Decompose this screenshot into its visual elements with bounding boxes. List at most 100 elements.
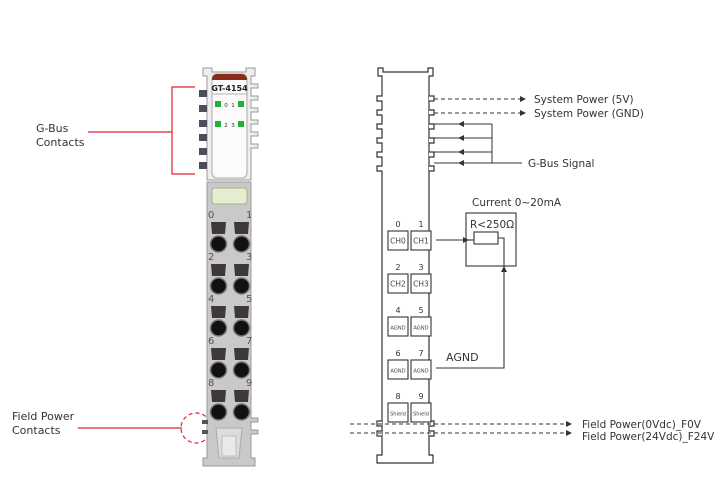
wire-port-0[interactable] <box>209 235 228 253</box>
release-slot-5[interactable] <box>234 306 249 318</box>
schematic-module-outline <box>376 67 434 464</box>
channel-box <box>387 230 409 251</box>
channel-label: Shield <box>413 412 429 418</box>
field-label-line2: Contacts <box>12 424 61 437</box>
terminal-number-6: 6 <box>208 336 214 347</box>
arrow-f24v <box>566 430 572 436</box>
release-slot-3[interactable] <box>234 264 249 276</box>
channel-terminals: 0CH01CH12CH23CH34AGND5AGND6AGND7AGND8Shi… <box>387 220 432 423</box>
terminal-number-0: 0 <box>208 210 214 221</box>
wire-port-1[interactable] <box>232 235 251 253</box>
terminal-number-4: 4 <box>208 294 214 305</box>
gbus-contacts <box>199 90 207 169</box>
system-power-lines <box>434 98 520 114</box>
led-1 <box>238 101 244 107</box>
channel-label: AGND <box>390 369 405 375</box>
wire-port-8[interactable] <box>209 403 228 421</box>
current-label: Current 0~20mA <box>472 197 562 209</box>
release-lever[interactable] <box>211 187 248 205</box>
channel-label: CH2 <box>390 280 406 289</box>
channel-number: 0 <box>395 220 400 229</box>
module-body: GT-4154 0 1 2 3 <box>199 67 259 467</box>
release-slot-2[interactable] <box>211 264 226 276</box>
arrow-gnd <box>520 110 526 116</box>
gbus-callout-bracket <box>88 86 195 175</box>
field-power-24v-label: Field Power(24Vdc)_F24V <box>582 431 715 443</box>
wire-port-4[interactable] <box>209 319 228 337</box>
wire-port-6[interactable] <box>209 361 228 379</box>
wire-port-9[interactable] <box>232 403 251 421</box>
gbus-arrowheads <box>458 121 464 166</box>
led-label-0: 0 <box>224 103 228 109</box>
channel-box <box>387 273 409 294</box>
field-power-callout <box>78 412 212 444</box>
agnd-label: AGND <box>446 351 479 364</box>
current-loop-wiring <box>436 212 517 369</box>
wire-port-2[interactable] <box>209 277 228 295</box>
release-slot-9[interactable] <box>234 390 249 402</box>
label-header-bar <box>212 74 247 80</box>
release-slot-4[interactable] <box>211 306 226 318</box>
channel-box <box>410 316 432 337</box>
gbus-signal-lines <box>434 123 522 164</box>
terminal-number-5: 5 <box>246 294 252 305</box>
field-power-contacts <box>202 420 208 434</box>
gbus-signal-label: G-Bus Signal <box>528 158 594 170</box>
terminal-number-7: 7 <box>246 336 252 347</box>
release-slot-7[interactable] <box>234 348 249 360</box>
release-slot-6[interactable] <box>211 348 226 360</box>
release-slot-8[interactable] <box>211 390 226 402</box>
gbus-contacts-label: G-Bus Contacts <box>36 122 85 150</box>
arrow-ch1 <box>463 237 469 243</box>
release-slot-1[interactable] <box>234 222 249 234</box>
wire-port-3[interactable] <box>232 277 251 295</box>
field-power-contacts-label: Field Power Contacts <box>12 410 74 438</box>
led-label-2: 2 <box>224 123 228 129</box>
wire-port-7[interactable] <box>232 361 251 379</box>
channel-label: AGND <box>390 326 405 332</box>
led-2 <box>215 121 221 127</box>
resistor-label: R<250Ω <box>470 219 514 231</box>
channel-number: 4 <box>395 306 400 315</box>
channel-box <box>387 402 409 423</box>
led-3 <box>238 121 244 127</box>
channel-number: 9 <box>418 392 423 401</box>
channel-number: 7 <box>418 349 423 358</box>
channel-label: AGND <box>413 369 428 375</box>
terminal-number-8: 8 <box>208 378 214 389</box>
channel-label: CH0 <box>390 237 406 246</box>
channel-box <box>410 230 432 251</box>
terminal-number-2: 2 <box>208 252 214 263</box>
channel-box <box>410 402 432 423</box>
release-slot-0[interactable] <box>211 222 226 234</box>
channel-label: Shield <box>390 412 406 418</box>
model-label: GT-4154 <box>211 84 248 93</box>
channel-box <box>387 359 409 380</box>
channel-label: CH1 <box>413 237 429 246</box>
arrow-return <box>501 266 507 272</box>
resistor <box>473 231 499 245</box>
wire-port-5[interactable] <box>232 319 251 337</box>
led-label-1: 1 <box>231 103 235 109</box>
channel-number: 8 <box>395 392 400 401</box>
channel-label: CH3 <box>413 280 429 289</box>
channel-number: 2 <box>395 263 400 272</box>
field-power-0v-label: Field Power(0Vdc)_F0V <box>582 419 702 431</box>
terminal-number-3: 3 <box>246 252 252 263</box>
led-0 <box>215 101 221 107</box>
channel-box <box>410 359 432 380</box>
field-label-line1: Field Power <box>12 410 75 423</box>
system-power-5v-label: System Power (5V) <box>534 94 634 106</box>
arrow-f0v <box>566 421 572 427</box>
led-label-3: 3 <box>231 123 235 129</box>
